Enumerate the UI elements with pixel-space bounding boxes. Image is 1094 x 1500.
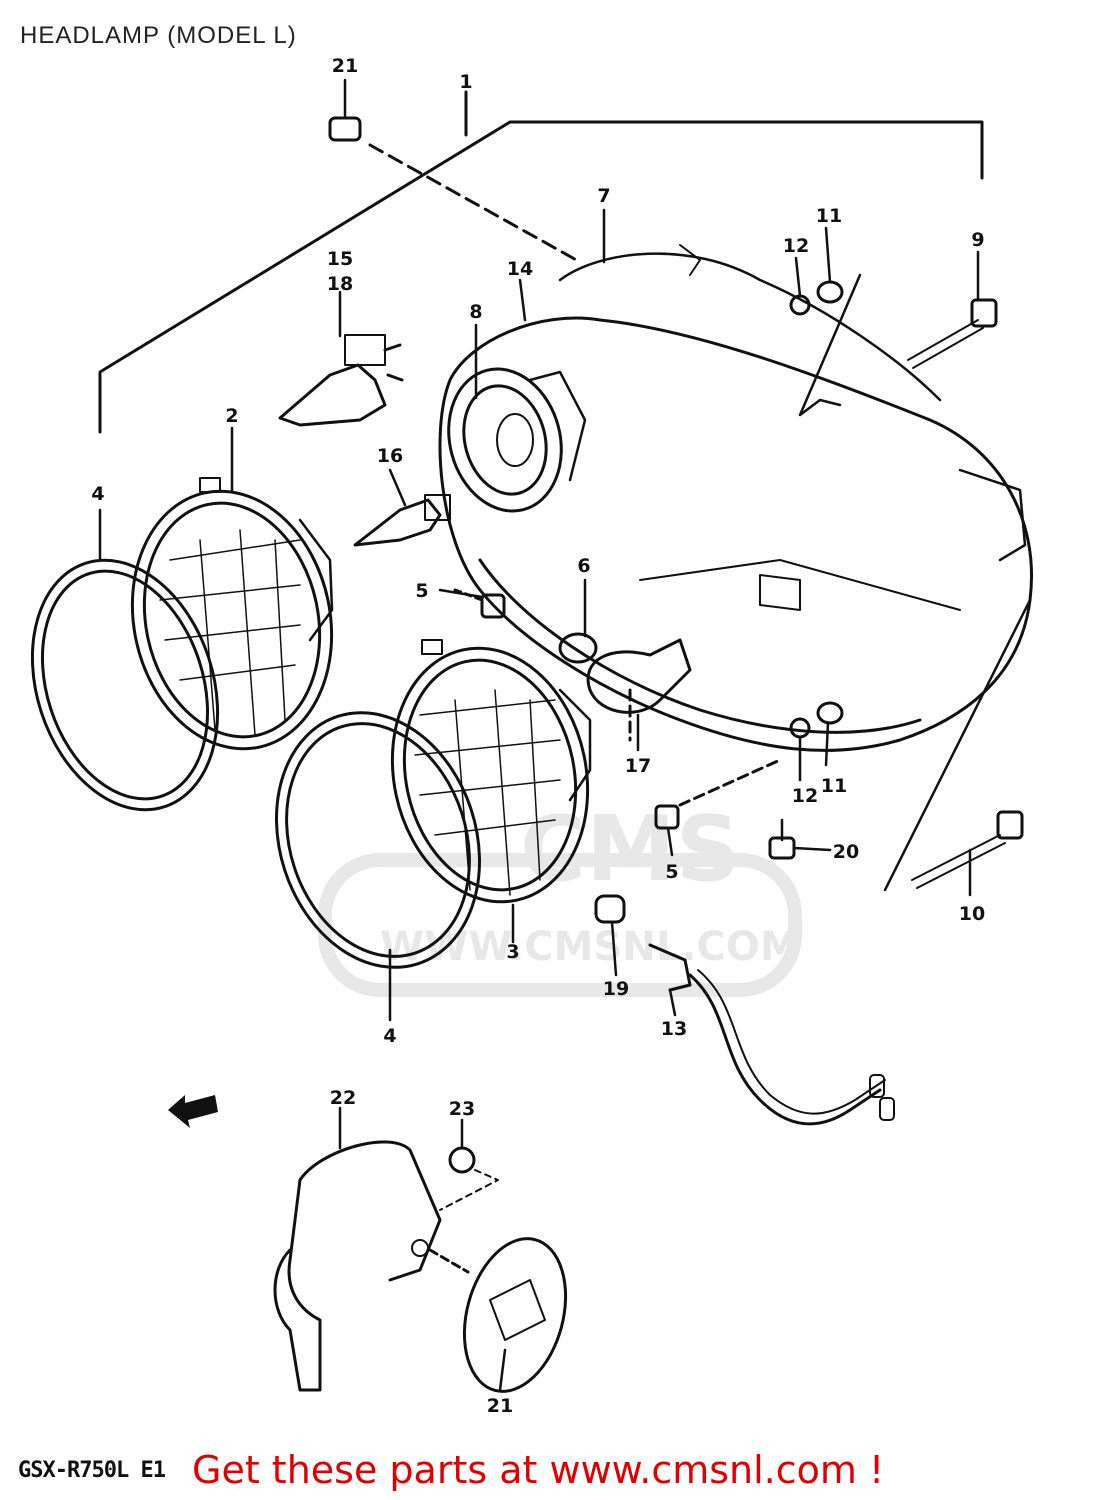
callout-20: 20 (833, 841, 859, 863)
assembly-bracket (98, 90, 984, 434)
callout-23: 23 (449, 1098, 475, 1120)
rear-cover (558, 244, 942, 402)
callout-1: 1 (459, 71, 472, 93)
callout-12-top: 12 (783, 235, 809, 257)
callout-8: 8 (469, 301, 482, 323)
nut-12 (789, 294, 811, 739)
callout-labels: 21 1 7 11 12 9 14 15 18 8 2 16 4 6 5 17 … (91, 55, 985, 1417)
callout-21-top: 21 (332, 55, 358, 77)
callout-2: 2 (225, 405, 238, 427)
watermark-url: WWW.CMSNL.COM (380, 924, 800, 970)
callout-7: 7 (597, 185, 610, 207)
callout-5-upper: 5 (415, 580, 428, 602)
socket-wire-13 (648, 943, 895, 1126)
bracket-22 (273, 1140, 442, 1392)
callout-16: 16 (377, 445, 403, 467)
front-direction-arrow-icon (168, 1095, 218, 1128)
bulb-17 (586, 638, 692, 742)
callout-17: 17 (625, 755, 651, 777)
bolt-9 (907, 298, 998, 369)
callout-10: 10 (959, 903, 985, 925)
callout-5-lower: 5 (665, 861, 678, 883)
screw-20 (768, 818, 796, 860)
watermark-logo: CMS (520, 797, 740, 902)
callout-4-left: 4 (91, 483, 104, 505)
bulb-19 (594, 894, 626, 924)
watermark: CMS WWW.CMSNL.COM (318, 797, 802, 997)
callout-15: 15 (327, 248, 353, 270)
leader-lines (98, 78, 980, 1392)
callout-12-bottom: 12 (792, 785, 818, 807)
headlamp-housing (438, 316, 1033, 752)
bulb-socket-cup (447, 367, 587, 513)
callout-4-right: 4 (383, 1025, 396, 1047)
callout-6: 6 (577, 555, 590, 577)
callout-21-bottom: 21 (487, 1395, 513, 1417)
bulb-h4 (278, 334, 404, 427)
bolt-10 (911, 810, 1024, 889)
callout-22: 22 (330, 1087, 356, 1109)
grommet-6 (558, 632, 598, 664)
page-title: HEADLAMP (MODEL L) (20, 22, 297, 49)
callout-14: 14 (507, 258, 533, 280)
nut-23 (439, 1146, 499, 1211)
callout-3: 3 (506, 941, 519, 963)
emblem-21 (428, 1237, 568, 1393)
callout-18: 18 (327, 273, 353, 295)
model-code: GSX-R750L E1 (18, 1458, 166, 1483)
callout-11-bottom: 11 (821, 775, 847, 797)
callout-9: 9 (971, 229, 984, 251)
callout-13: 13 (661, 1018, 687, 1040)
headlamp-unit-left (130, 477, 334, 751)
bolt-leader-lines (798, 273, 1032, 892)
callout-19: 19 (603, 978, 629, 1000)
callout-11-top: 11 (816, 205, 842, 227)
bolt-21-top (328, 116, 362, 142)
rim-ring-right (275, 711, 481, 969)
headlamp-unit-right (390, 639, 592, 904)
bulb-small (353, 494, 451, 547)
get-parts-link[interactable]: Get these parts at www.cmsnl.com ! (192, 1448, 885, 1492)
